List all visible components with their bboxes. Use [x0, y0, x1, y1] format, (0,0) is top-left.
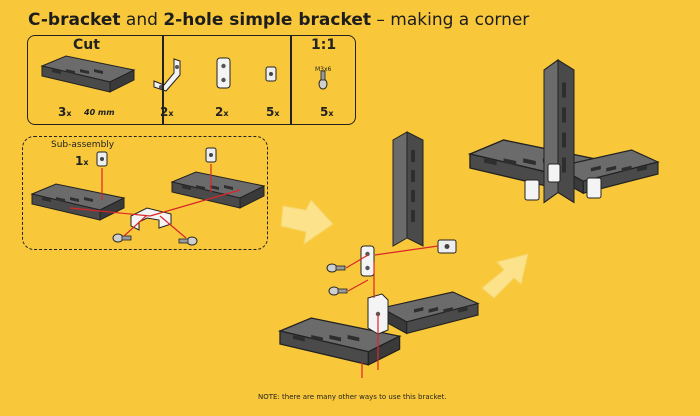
parts-divider-2	[290, 36, 292, 124]
assembled-nut	[547, 163, 561, 183]
assembled-bracket-right	[586, 177, 602, 199]
beam-length: 40 mm	[84, 108, 115, 117]
subassembly-box: Sub-assembly 1x	[22, 136, 268, 250]
c-bracket-part-icon	[153, 58, 181, 92]
beam-qty: 3x	[58, 105, 72, 119]
title-part2: 2-hole simple bracket	[163, 10, 371, 30]
subassembly-label: Sub-assembly	[51, 140, 115, 150]
sub-assembly-lines	[69, 164, 241, 239]
parts-list-box: Cut 1:1 M3x6 3x 40 mm 2x 2x 5x 5x	[27, 35, 356, 125]
screw-qty: 5x	[320, 105, 334, 119]
exploded-assembly-lines	[345, 245, 439, 378]
parts-divider-1	[162, 36, 164, 124]
exploded-screw-top	[326, 263, 346, 273]
simple-bracket-qty: 2x	[215, 105, 229, 119]
cut-label: Cut	[73, 37, 100, 53]
scale-label: 1:1	[311, 37, 337, 53]
exploded-screw-bottom	[328, 286, 348, 296]
exploded-simple-bracket	[360, 245, 375, 277]
exploded-vertical-beam	[392, 131, 424, 247]
usage-note: NOTE: there are many other ways to use t…	[258, 393, 447, 401]
assembled-bracket-left	[524, 179, 540, 201]
exploded-nut	[437, 239, 457, 254]
arrow-1-icon	[280, 199, 334, 246]
title-rest: – making a corner	[370, 10, 530, 30]
c-bracket-qty: 2x	[160, 105, 174, 119]
screw-spec-label: M3x6	[315, 66, 332, 73]
subassembly-qty: 1x	[75, 154, 89, 168]
nut-qty: 5x	[266, 105, 280, 119]
page-title: C-bracket and 2-hole simple bracket – ma…	[28, 10, 529, 30]
arrow-2-icon	[481, 253, 529, 299]
title-part1: C-bracket	[28, 10, 121, 30]
exploded-beam-right	[380, 291, 479, 334]
title-and: and	[120, 10, 164, 30]
